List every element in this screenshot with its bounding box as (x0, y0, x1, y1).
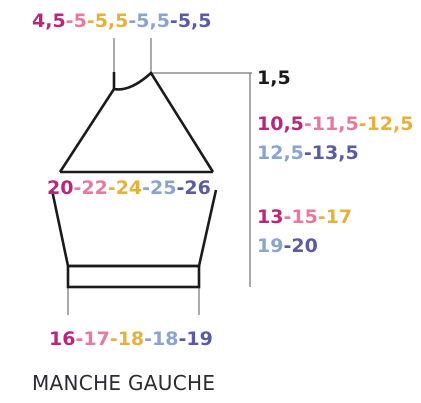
raglan-height-label-b: 12,5-13,5 (257, 142, 359, 164)
size-value: 5,5 (178, 10, 212, 32)
size-value: 4,5 (32, 10, 66, 32)
size-value: 18 (152, 328, 178, 350)
size-value: 13 (257, 206, 283, 228)
value-separator: - (178, 328, 186, 350)
size-value: 18 (118, 328, 144, 350)
size-value: 13,5 (312, 142, 359, 164)
size-value: 22 (81, 177, 107, 199)
value-separator: - (359, 113, 367, 135)
size-value: 24 (116, 177, 142, 199)
cuff-width-label: 16-17-18-18-19 (49, 328, 213, 350)
value-separator: - (170, 10, 178, 32)
size-value: 10,5 (257, 113, 304, 135)
value-separator: - (144, 328, 152, 350)
cap-height-label: 1,5 (257, 67, 291, 89)
cuff (66, 264, 201, 289)
size-value: 5,5 (95, 10, 129, 32)
size-value: 12,5 (367, 113, 414, 135)
size-value: 16 (49, 328, 75, 350)
sleeve-length-label-a: 13-15-17 (257, 206, 352, 228)
size-value: 15 (291, 206, 317, 228)
value-separator: - (110, 328, 118, 350)
value-separator: - (128, 10, 136, 32)
size-value: 11,5 (312, 113, 359, 135)
size-value: 5 (74, 10, 87, 32)
value-separator: - (304, 142, 312, 164)
value-separator: - (108, 177, 116, 199)
sleeve-raglan-left (58, 88, 116, 173)
size-value: 17 (83, 328, 109, 350)
upper-width-label: 20-22-24-25-26 (47, 177, 211, 199)
value-separator: - (75, 328, 83, 350)
sleeve-length-label-b: 19-20 (257, 235, 318, 257)
size-value: 5,5 (136, 10, 170, 32)
size-value: 26 (184, 177, 210, 199)
sleeve-shape (50, 70, 218, 289)
value-separator: - (176, 177, 184, 199)
size-value: 1,5 (257, 67, 291, 89)
value-separator: - (142, 177, 150, 199)
value-separator: - (304, 113, 312, 135)
size-value: 19 (186, 328, 212, 350)
value-separator: - (87, 10, 95, 32)
size-value: 20 (47, 177, 73, 199)
sleeve-body (50, 189, 218, 268)
size-value: 25 (150, 177, 176, 199)
size-value: 12,5 (257, 142, 304, 164)
sleeve-cap-right (112, 70, 215, 173)
dimension-lines (67, 38, 252, 315)
size-value: 19 (257, 235, 283, 257)
size-value: 20 (291, 235, 317, 257)
value-separator: - (73, 177, 81, 199)
value-separator: - (318, 206, 326, 228)
raglan-height-label-a: 10,5-11,5-12,5 (257, 113, 413, 135)
top-width-label: 4,5-5-5,5-5,5-5,5 (32, 10, 211, 32)
size-value: 17 (326, 206, 352, 228)
value-separator: - (66, 10, 74, 32)
value-separator: - (283, 206, 291, 228)
value-separator: - (283, 235, 291, 257)
diagram-title: MANCHE GAUCHE (32, 371, 215, 395)
